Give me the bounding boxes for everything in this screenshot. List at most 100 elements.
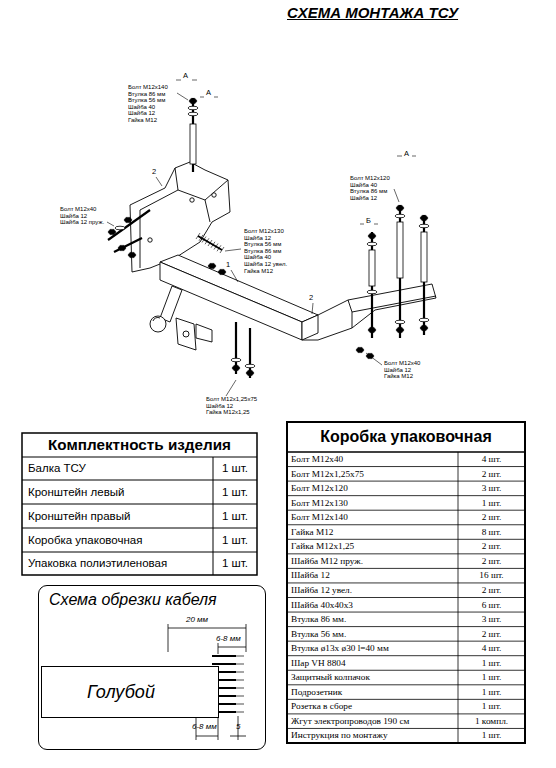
table-cell: Розетка в сборе: [287, 699, 458, 714]
table-rule: [287, 684, 525, 685]
scheme-frame: Схема обрезки кабеляГолубой: [38, 585, 266, 750]
table-rule: [287, 670, 525, 671]
table-cell: Инструкция по монтажу: [287, 728, 458, 743]
table-rule: [22, 457, 257, 458]
part-callout: Шайба 12: [206, 403, 233, 410]
table-cell: 3 шт.: [458, 481, 525, 496]
tow-hitch-drawing: [130, 162, 436, 350]
thread: [205, 238, 209, 244]
table-cell: 16 шт.: [458, 568, 525, 583]
table-cell: 8 шт.: [458, 525, 525, 540]
table-rule: [213, 457, 214, 575]
bracket-hole: [212, 193, 216, 197]
part-callout: Болт M12x40: [384, 360, 420, 367]
dimension: 6-8 мм: [192, 722, 217, 732]
table-cell: 2 шт.: [458, 554, 525, 569]
table-cell: Кронштейн левый: [22, 480, 213, 504]
table-rule: [287, 539, 525, 540]
bracket-hole: [190, 198, 194, 202]
nut: [218, 269, 226, 274]
table-rule: [287, 641, 525, 642]
table-rule: [22, 504, 257, 505]
table-rule: [287, 699, 525, 700]
ball-highlight: [153, 317, 160, 321]
fasteners: [108, 98, 429, 378]
table-rule: [287, 655, 525, 656]
bolt: [114, 238, 142, 252]
socket-bracket: [196, 324, 212, 342]
left-bracket-edge: [140, 168, 228, 268]
part-callout: Гайка M12: [244, 268, 273, 275]
spacer-tube: [369, 250, 375, 286]
nut: [246, 370, 254, 375]
threaded-bolt: [198, 236, 222, 250]
table-header: Комплектность изделия: [22, 433, 257, 457]
callout-number: 1: [226, 261, 230, 269]
table-cell: 1 шт.: [458, 685, 525, 700]
table-cell: 1 шт.: [213, 552, 257, 575]
table-rule: [287, 495, 525, 496]
part-callout: Болт M12x120: [350, 175, 390, 182]
leader-lines: [107, 80, 416, 396]
table-cell: Жгут электропроводов 190 см: [287, 714, 458, 729]
wire-core: [236, 680, 244, 681]
washer: [367, 290, 377, 294]
part-callout: Болт M12x140: [128, 84, 168, 91]
table-rule: [287, 612, 525, 613]
table-rule: [287, 626, 525, 627]
spacer-tube: [421, 232, 427, 282]
thread: [211, 242, 215, 248]
table-cell: Шайба 12 увел.: [287, 583, 458, 598]
ball-neck: [160, 286, 182, 322]
part-callout: Шайба 12: [384, 367, 411, 374]
table-cell: Втулка ø13x ø30 l=40 мм: [287, 641, 458, 656]
thread: [208, 240, 212, 246]
washer: [367, 242, 377, 246]
leader-line: [156, 177, 162, 186]
nut: [396, 327, 404, 332]
table-cell: 3 шт.: [458, 612, 525, 627]
wire: [212, 663, 236, 665]
part-callout: Втулка 56 мм: [244, 241, 281, 248]
title: СХЕМА МОНТАЖА ТСУ: [287, 4, 458, 21]
table-rule: [287, 510, 525, 511]
socket-plate: [176, 318, 196, 350]
part-callout: Втулка 86 мм: [244, 248, 281, 255]
table-cell: 6 шт.: [458, 598, 525, 613]
nut: [108, 229, 116, 234]
table-cell: 1 шт.: [458, 699, 525, 714]
nut: [420, 215, 428, 220]
dimension: 20 мм: [186, 615, 208, 625]
nut: [208, 263, 216, 268]
socket-hole: [183, 331, 189, 337]
table-cell: 2 шт.: [458, 510, 525, 525]
part-callout: Гайка M12x1,25: [206, 409, 250, 416]
wire-core: [236, 704, 244, 705]
part-callout: Болт M12x1,25x75: [206, 396, 257, 403]
table-cell: Втулка 86 мм.: [287, 612, 458, 627]
leader-line: [394, 189, 399, 202]
dimension: 6-8 мм: [216, 634, 241, 644]
leader-line: [177, 93, 188, 100]
nut: [189, 98, 197, 103]
table-cell: Упаковка полиэтиленовая: [22, 552, 213, 575]
table-cell: 4 шт.: [458, 641, 525, 656]
washer: [419, 318, 429, 322]
table-rule: [22, 480, 257, 481]
part-callout: Болт M12x40: [60, 206, 96, 213]
table-header: Коробка упаковочная: [287, 422, 525, 452]
table-cell: Болт M12x130: [287, 496, 458, 511]
table-cell: 1 шт.: [213, 504, 257, 528]
bracket-hole: [148, 238, 152, 242]
nut: [128, 252, 136, 257]
nut: [420, 325, 428, 330]
washer: [245, 364, 255, 368]
nut: [124, 217, 132, 222]
callout-number: А: [206, 89, 211, 97]
thread: [199, 235, 203, 241]
section-mark: [176, 80, 416, 224]
leader-line: [231, 270, 238, 282]
bolt: [108, 210, 150, 240]
wire-core: [236, 672, 244, 673]
